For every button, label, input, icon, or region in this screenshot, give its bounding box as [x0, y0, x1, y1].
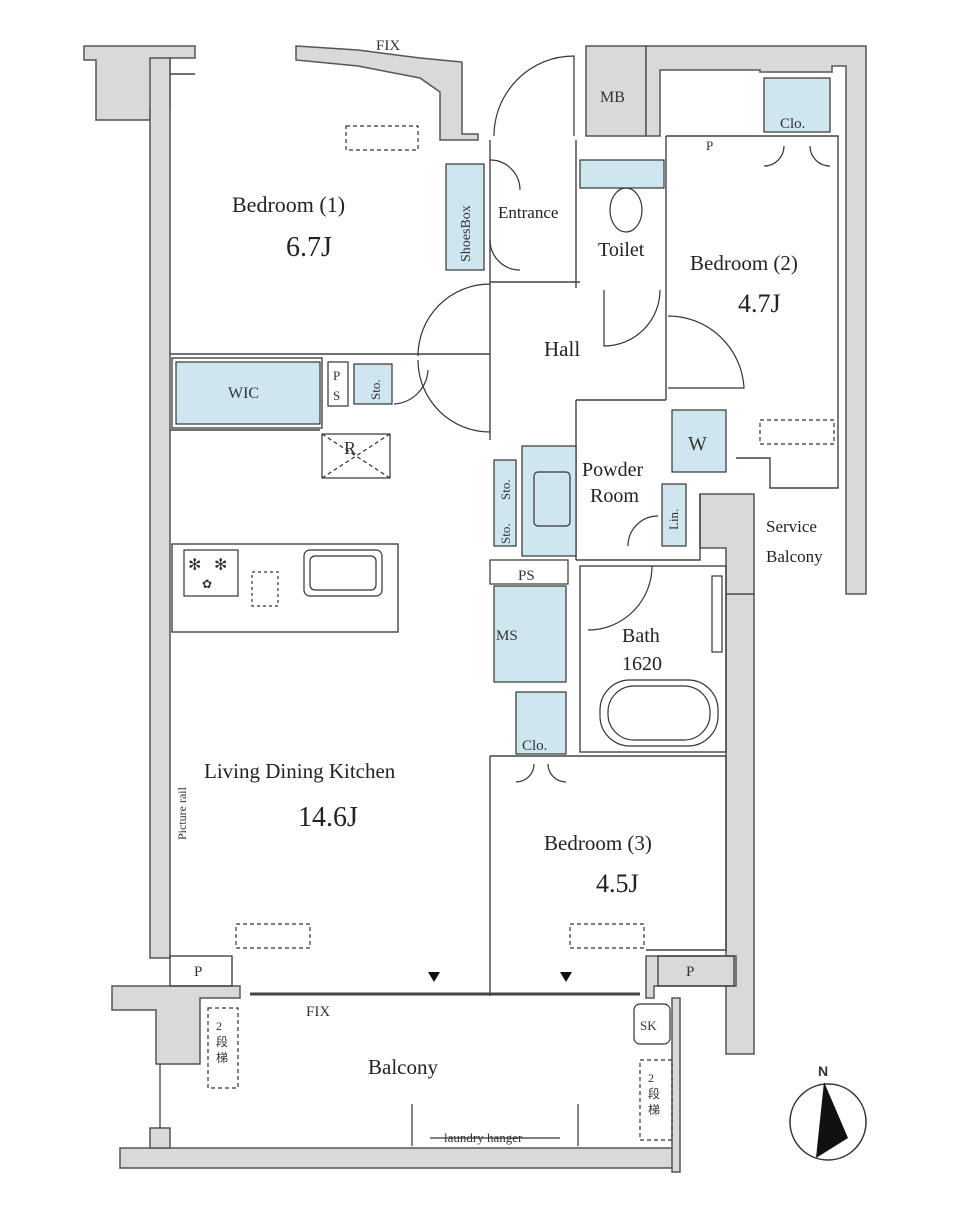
- bedroom2-size: 4.7J: [738, 289, 781, 318]
- window-markers: [428, 972, 572, 982]
- picture-rail-label: Picture rail: [175, 786, 189, 840]
- bedroom1-size: 6.7J: [286, 232, 332, 263]
- laundry-hanger-label: laundry hanger: [444, 1130, 523, 1145]
- shoes-box-label: ShoesBox: [459, 205, 474, 262]
- sto3-label: Sto.: [498, 523, 513, 544]
- ms: [493, 585, 567, 683]
- closet-top: [763, 77, 831, 133]
- ms-label: MS: [496, 628, 518, 644]
- toilet-tank: [579, 159, 665, 189]
- hall-label: Hall: [544, 337, 580, 361]
- mb-label: MB: [600, 89, 625, 106]
- north-arrow: N: [789, 1063, 867, 1161]
- toilet-label: Toilet: [598, 239, 645, 261]
- walls: [83, 45, 867, 1173]
- bath-size: 1620: [622, 653, 662, 675]
- sk-label: SK: [640, 1018, 657, 1033]
- sto-stack: [493, 459, 517, 547]
- r-label: R: [344, 438, 356, 458]
- svg-text:✻: ✻: [214, 555, 227, 574]
- wic-label: WIC: [228, 385, 259, 402]
- doors: [393, 55, 831, 783]
- shoes-box: [445, 163, 485, 271]
- bedroom3-size: 4.5J: [596, 869, 639, 898]
- linen: [661, 483, 687, 547]
- entrance-label: Entrance: [498, 203, 558, 222]
- bedroom2-name: Bedroom (2): [690, 251, 798, 275]
- svg-text:✿: ✿: [202, 577, 212, 591]
- bedroom3-name: Bedroom (3): [544, 831, 652, 855]
- fix-top-label: FIX: [376, 38, 400, 54]
- north-label: N: [818, 1063, 828, 1079]
- closet-top-label: Clo.: [780, 116, 805, 132]
- bedroom1-name: Bedroom (1): [232, 192, 345, 217]
- stove-icon: ✻ ✻✿: [188, 555, 227, 591]
- powder-room-line2: Room: [590, 485, 639, 507]
- labels: Bedroom (1) 6.7J Bedroom (2) 4.7J Bedroo…: [175, 38, 823, 1145]
- closet-bed3: [515, 691, 567, 755]
- ps-upper-p: P: [333, 368, 340, 383]
- service-balcony-line2: Balcony: [766, 547, 823, 566]
- svg-text:✻: ✻: [188, 555, 201, 574]
- fixture-details: [159, 125, 835, 1146]
- wic-shelves: [175, 361, 321, 425]
- p-right-label: P: [686, 964, 694, 980]
- bath-name: Bath: [622, 625, 660, 647]
- p-left-label: P: [194, 964, 202, 980]
- vanity: [521, 445, 577, 557]
- fix-bottom-label: FIX: [306, 1004, 330, 1020]
- service-balcony-line1: Service: [766, 517, 817, 536]
- ps-mid-label: PS: [518, 568, 535, 584]
- sto-box: [353, 363, 393, 405]
- p-top-label: P: [706, 138, 713, 153]
- powder-room-line1: Powder: [582, 459, 643, 481]
- w-label: W: [688, 433, 707, 455]
- ldk-name: Living Dining Kitchen: [204, 759, 396, 783]
- sto2-label: Sto.: [498, 479, 513, 500]
- ldk-size: 14.6J: [298, 802, 358, 833]
- washer: [671, 409, 727, 473]
- lin-label: Lin.: [666, 509, 681, 530]
- fixtures: [175, 77, 831, 755]
- ps-upper-s: S: [333, 388, 340, 403]
- interior-lines: [169, 73, 839, 996]
- balcony-label: Balcony: [368, 1055, 438, 1079]
- closet-bed3-label: Clo.: [522, 738, 547, 754]
- sto1-label: Sto.: [368, 379, 383, 400]
